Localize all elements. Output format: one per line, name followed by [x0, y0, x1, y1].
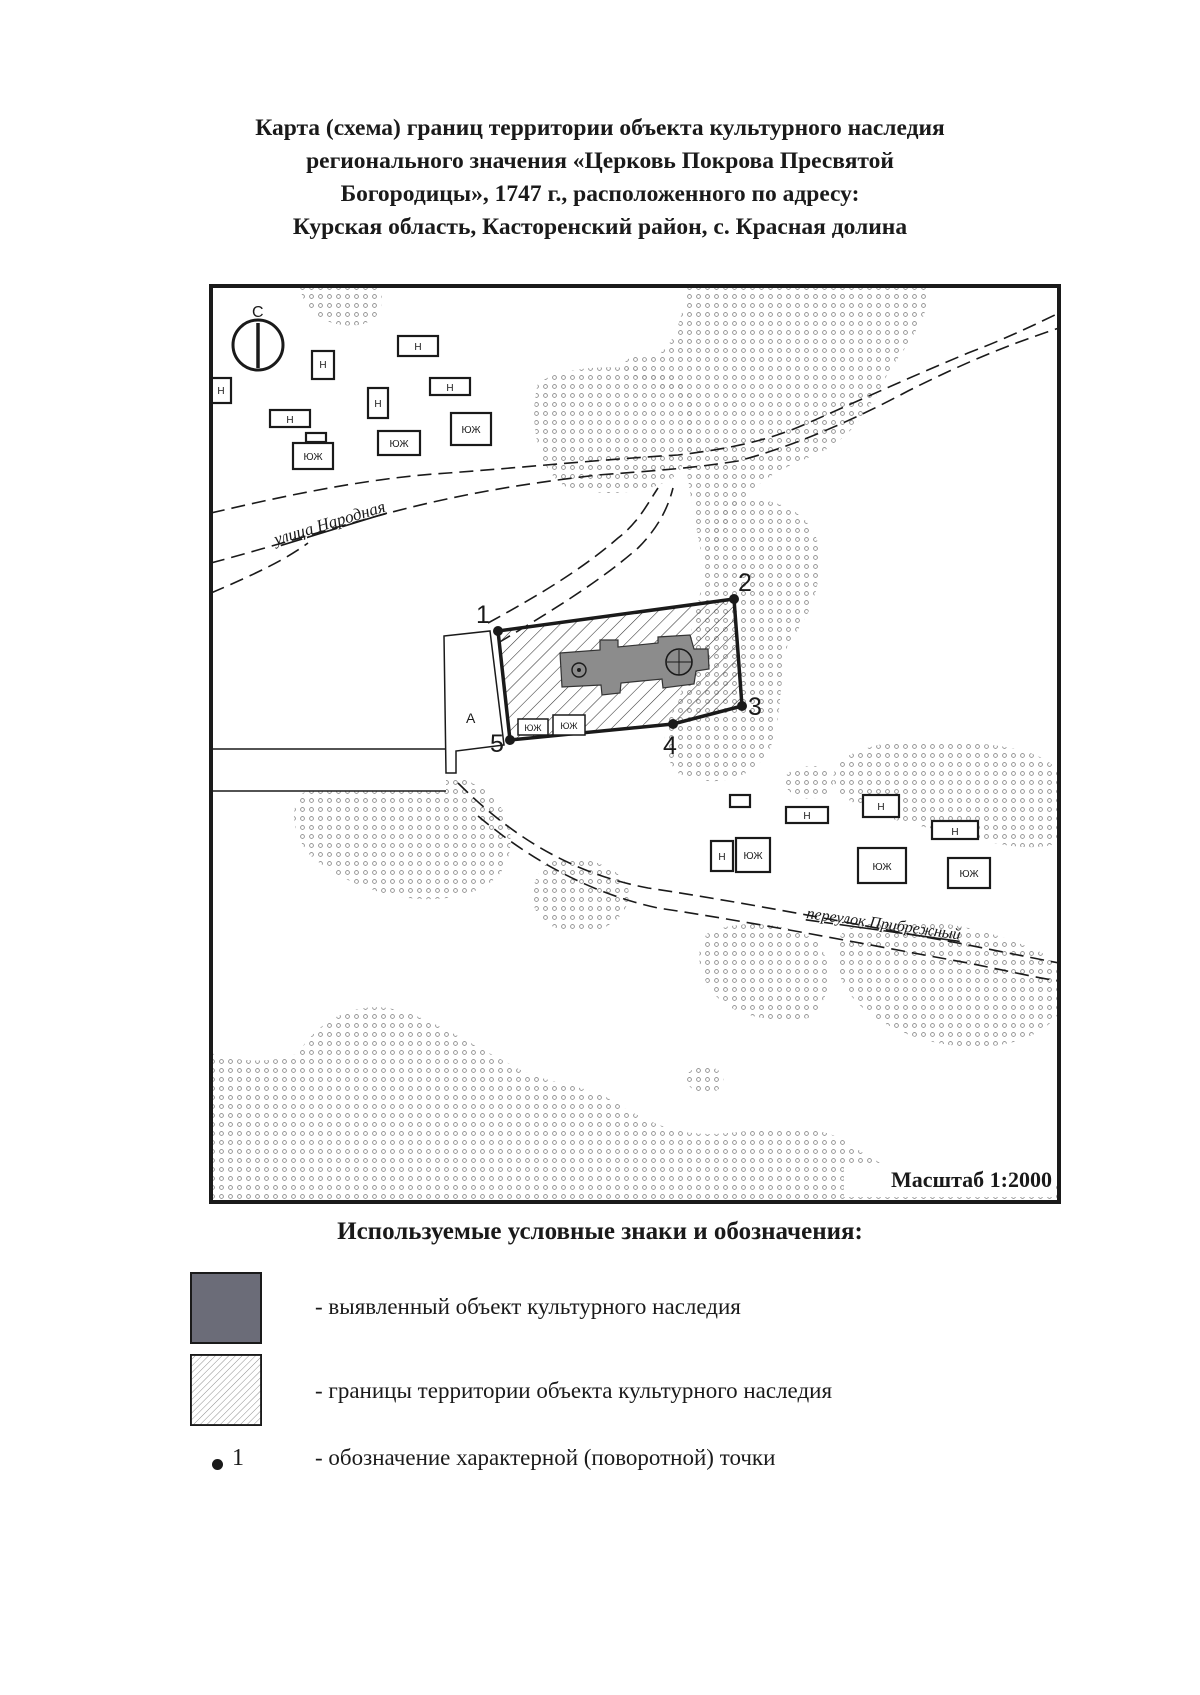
- svg-text:ЮЖ: ЮЖ: [872, 862, 892, 873]
- legend-title: Используемые условные знаки и обозначени…: [337, 1218, 863, 1245]
- building-n: Н: [428, 376, 472, 397]
- building-a: А: [443, 630, 505, 774]
- svg-text:ЮЖ: ЮЖ: [389, 439, 409, 450]
- map-frame: улица Народная переулок Прибрежный Н Н Н…: [208, 283, 1062, 1205]
- svg-text:Н: Н: [803, 811, 810, 822]
- building-n: Н: [709, 839, 735, 873]
- map-border: [209, 284, 1061, 1204]
- legend-text-boundary: - границы территории объекта культурного…: [315, 1378, 833, 1403]
- greenery-patch: [686, 1066, 724, 1094]
- building-zh: ЮЖ: [449, 411, 493, 447]
- svg-text:ЮЖ: ЮЖ: [524, 723, 542, 733]
- point-4-marker: [668, 719, 678, 729]
- title-line-4: Курская область, Касторенский район, с. …: [292, 214, 908, 240]
- church-object: [559, 634, 710, 696]
- building-n: Н: [930, 819, 980, 841]
- scale-text: Масштаб 1:2000: [891, 1167, 1052, 1192]
- building-zh: ЮЖ: [376, 429, 422, 457]
- legend-text-object: - выявленный объект культурного наследия: [315, 1294, 741, 1319]
- legend-swatch-object: [190, 1272, 262, 1344]
- point-5-label: 5: [490, 730, 504, 758]
- point-2-label: 2: [738, 569, 752, 597]
- svg-text:Н: Н: [718, 852, 725, 863]
- point-1-marker: [493, 626, 503, 636]
- building-n: Н: [268, 408, 312, 429]
- svg-text:ЮЖ: ЮЖ: [461, 425, 481, 436]
- building-zh: ЮЖ: [734, 836, 772, 874]
- building-zh: ЮЖ: [946, 856, 992, 890]
- map-canvas: улица Народная переулок Прибрежный Н Н Н…: [209, 284, 1061, 1204]
- legend-text-point: - обозначение характерной (поворотной) т…: [315, 1445, 776, 1470]
- svg-text:Н: Н: [877, 802, 884, 813]
- point-2-marker: [729, 594, 739, 604]
- svg-text:Н: Н: [217, 386, 224, 397]
- legend-point-number: 1: [232, 1445, 244, 1471]
- point-4-label: 4: [663, 732, 677, 760]
- svg-text:ЮЖ: ЮЖ: [303, 452, 323, 463]
- boundary-points: 1 2 3 4 5: [476, 569, 762, 760]
- legend-point-symbol: [212, 1459, 223, 1470]
- svg-text:ЮЖ: ЮЖ: [743, 851, 763, 862]
- building-n: Н: [396, 334, 440, 358]
- buildings-south: Н Н Н Н ЮЖ ЮЖ ЮЖ: [709, 793, 992, 890]
- point-1-label: 1: [476, 601, 490, 629]
- svg-text:ЮЖ: ЮЖ: [560, 721, 578, 731]
- greenery-top-left: [300, 286, 382, 326]
- building-n: Н: [211, 376, 233, 405]
- title-line-2: регионального значения «Церковь Покрова …: [306, 148, 894, 174]
- building-n: Н: [366, 386, 390, 420]
- building-n: Н: [310, 349, 336, 381]
- title-line-3: Богородицы», 1747 г., расположенного по …: [340, 181, 860, 207]
- greenery-left: [293, 773, 511, 900]
- point-5-marker: [505, 735, 515, 745]
- building-zh: ЮЖ: [856, 846, 908, 885]
- building-n: Н: [784, 805, 830, 825]
- greenery-lower-right: [699, 924, 829, 1020]
- street-lines: [211, 312, 1059, 982]
- point-3-label: 3: [748, 693, 762, 721]
- greenery-top-center-small: [534, 367, 695, 493]
- greenery-top-center: [624, 286, 929, 563]
- svg-text:Н: Н: [374, 399, 381, 410]
- legend-swatch-boundary: [190, 1354, 262, 1426]
- greenery-right: [833, 740, 1059, 848]
- svg-text:Н: Н: [951, 827, 958, 838]
- building-n: Н: [861, 793, 901, 819]
- north-arrow: С: [231, 304, 285, 372]
- greenery-bottom: [211, 1007, 1059, 1202]
- point-3-marker: [737, 701, 747, 711]
- map-title: Карта (схема) границ территории объекта …: [150, 112, 1050, 244]
- svg-text:А: А: [466, 710, 476, 726]
- svg-text:Н: Н: [319, 360, 326, 371]
- building-small: [728, 793, 752, 809]
- greenery-areas: [211, 286, 1059, 1202]
- greenery-far-right: [836, 920, 1059, 1047]
- scale-bg: [844, 1163, 1056, 1197]
- greenery-right-small: [784, 766, 834, 799]
- buildings-north: Н Н Н Н Н Н ЮЖ ЮЖ ЮЖ: [211, 334, 493, 471]
- building-zh: ЮЖ: [291, 441, 335, 471]
- svg-text:Н: Н: [446, 383, 453, 394]
- svg-text:Н: Н: [414, 342, 421, 353]
- svg-text:Н: Н: [286, 415, 293, 426]
- svg-text:ЮЖ: ЮЖ: [959, 869, 979, 880]
- building-small: [304, 431, 328, 444]
- street-label-narodnaya: улица Народная: [270, 497, 388, 550]
- north-label: С: [252, 304, 264, 321]
- access-road: [211, 748, 446, 792]
- title-line-1: Карта (схема) границ территории объекта …: [255, 115, 945, 141]
